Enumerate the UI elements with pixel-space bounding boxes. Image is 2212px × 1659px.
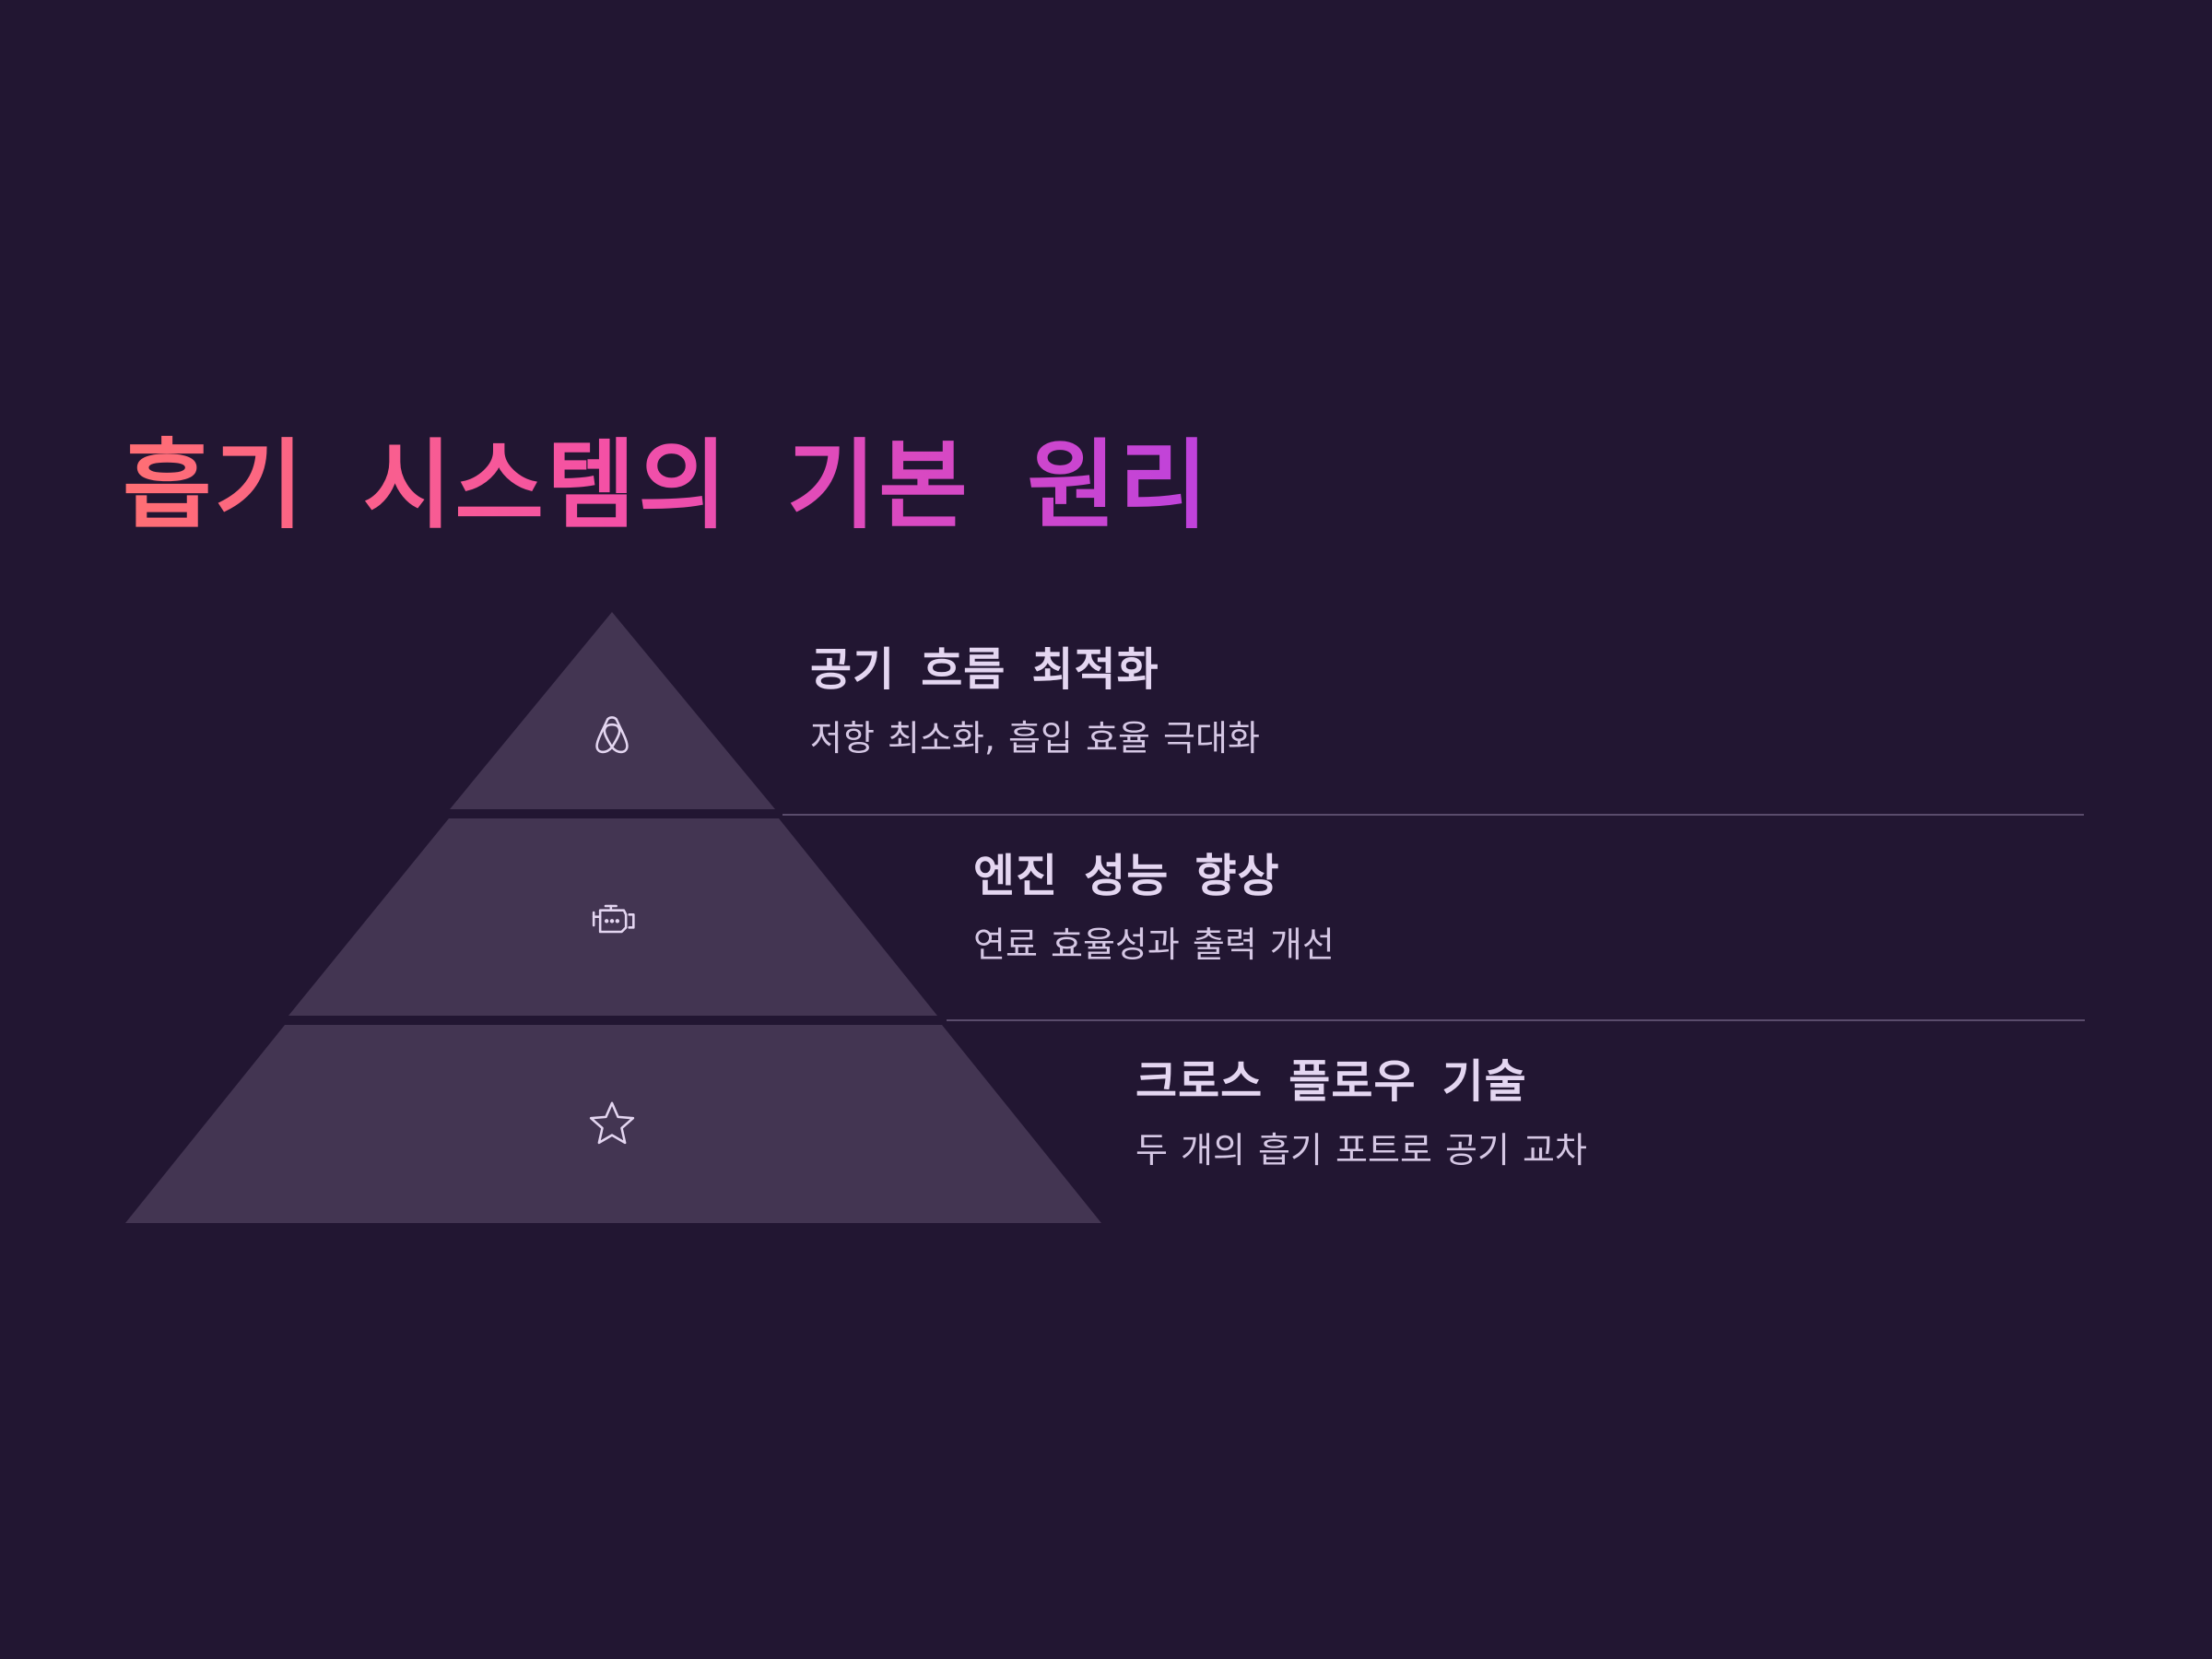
tier-1-description: 저항 최소화, 흡입 효율 극대화 bbox=[810, 718, 1260, 759]
tier-2-description: 연료 효율성과 출력 개선 bbox=[973, 924, 1335, 965]
star-icon bbox=[586, 1098, 638, 1149]
airbnb-icon bbox=[586, 711, 638, 762]
tier-divider-2 bbox=[947, 1019, 2085, 1021]
tier-3-description: 두 개의 흡기 포트로 공기 교차 bbox=[1135, 1130, 1587, 1171]
tier-2-text: 엔진 성능 향상 연료 효율성과 출력 개선 bbox=[973, 849, 1335, 967]
tier-divider-1 bbox=[782, 814, 2084, 816]
pyramid-tier-bottom bbox=[125, 1025, 1101, 1223]
engine-icon bbox=[586, 893, 638, 945]
tier-3-title: 크로스 플로우 기술 bbox=[1135, 1055, 1527, 1108]
tier-3-text: 크로스 플로우 기술 두 개의 흡기 포트로 공기 교차 bbox=[1135, 1054, 1587, 1172]
tier-1-text: 공기 흐름 최적화 저항 최소화, 흡입 효율 극대화 bbox=[810, 642, 1260, 760]
tier-2-title: 엔진 성능 향상 bbox=[973, 850, 1280, 902]
pyramid-tier-top bbox=[450, 612, 775, 809]
tier-1-title: 공기 흐름 최적화 bbox=[810, 643, 1159, 696]
slide-title: 흡기 시스템의 기본 원리 bbox=[123, 426, 1211, 546]
pyramid-tier-middle bbox=[288, 818, 937, 1016]
